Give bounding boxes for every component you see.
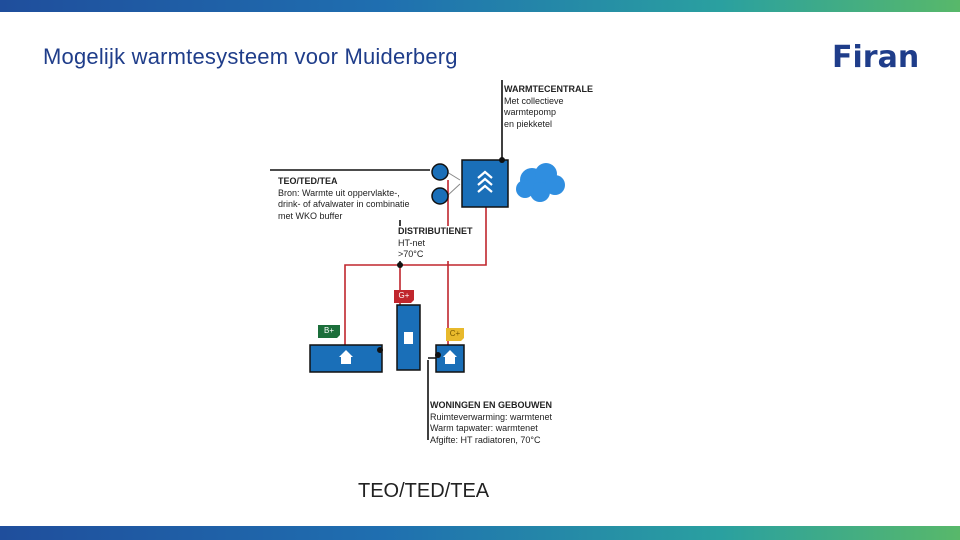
bottom-gradient-bar [0, 526, 960, 540]
house-icon [339, 350, 353, 364]
pump-links [446, 171, 461, 197]
chevron-up-icon [477, 170, 493, 193]
warmtecentrale-block [461, 159, 509, 208]
energy-label-b-badge [318, 325, 340, 338]
house-icon [443, 350, 457, 364]
badge-center-label: G+ [398, 291, 410, 300]
badge-right-label: C+ [449, 329, 461, 338]
cloud-icon [516, 163, 565, 202]
warmtecentrale-label: WARMTECENTRALE Met collectieve warmtepom… [504, 84, 593, 129]
building-icon [404, 332, 413, 344]
central-connector-dot [499, 157, 505, 163]
diagram-graphic [270, 80, 565, 440]
badge-left-label: B+ [323, 326, 334, 335]
energy-label-g-badge [394, 290, 414, 303]
connector-dot [377, 347, 383, 353]
energy-label-c-badge [446, 328, 464, 341]
network-connector-dot [397, 262, 403, 268]
heating-system-diagram: B+ G+ C+ WARMTECENTRALE Met collectieve … [270, 80, 610, 450]
firan-logo: Firan [832, 40, 922, 76]
source-label: TEO/TED/TEA Bron: Warmte uit oppervlakte… [278, 176, 410, 221]
connector-dot [435, 352, 441, 358]
top-gradient-bar [0, 0, 960, 12]
page-title: Mogelijk warmtesysteem voor Muiderberg [43, 44, 458, 69]
logo-text: Firan [832, 40, 920, 75]
buildings-label: WONINGEN EN GEBOUWEN Ruimteverwarming: w… [430, 400, 553, 445]
pump-icons [431, 163, 449, 205]
distributienet-label: DISTRIBUTIENET HT-net >70°C [398, 226, 473, 261]
diagram-caption: TEO/TED/TEA [358, 480, 490, 502]
